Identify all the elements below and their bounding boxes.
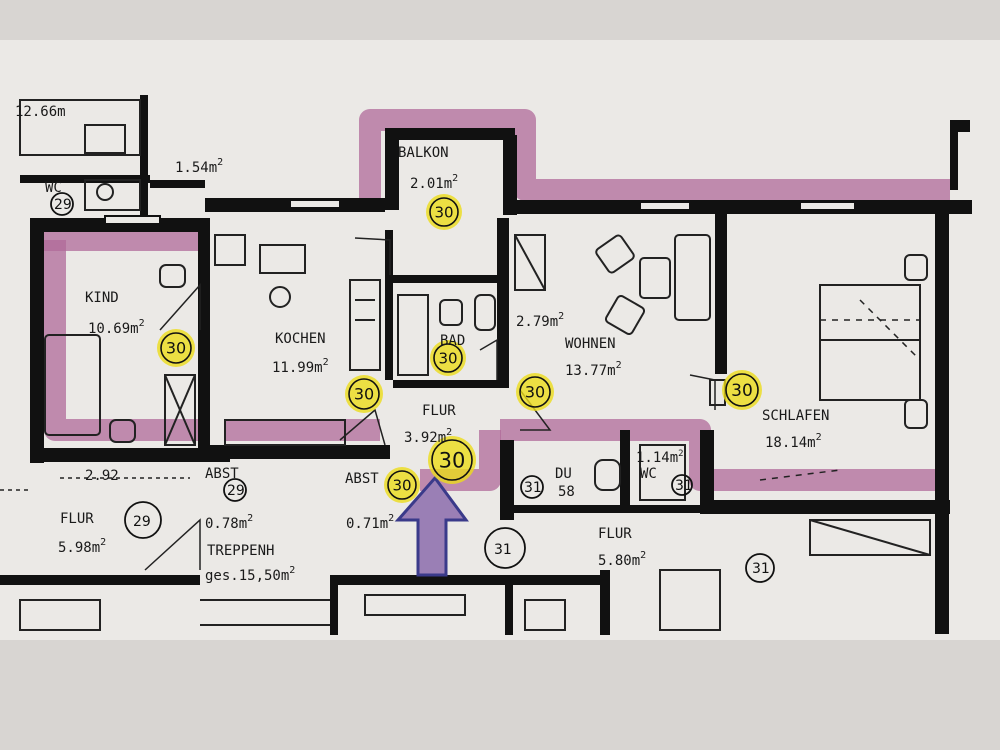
circle-31-du [520,475,544,499]
area-kochen: 11.99m2 [272,357,329,376]
label-schlafen: SCHLAFEN [762,408,829,424]
marker-kind-text: 30 [166,339,186,358]
marker-wohnen-text: 30 [525,383,545,402]
label-flur-29: FLUR [60,511,94,527]
marker-kind-ring [160,332,192,364]
apartment-highlight [40,109,950,491]
area-abst-29: 0.78m2 [205,513,253,532]
circle-31-wc [671,474,693,496]
label-kind: KIND [85,290,119,306]
circle-29-flur-text: 29 [133,514,151,530]
area-abst-30: 0.71m2 [346,513,394,532]
circle-31-right-text: 31 [752,561,770,577]
marker-kind-highlight [157,329,195,367]
area-wohnen-extra: 2.79m2 [516,311,564,330]
marker-abst-highlight [384,467,420,503]
area-kind: 10.69m2 [88,318,145,337]
circle-31-right [745,553,775,583]
label-wc-31: WC [640,466,657,482]
unit-markers: 30 30 30 30 30 30 30 30 [157,194,762,503]
area-wohnen: 13.77m2 [565,360,622,379]
windows [104,199,856,225]
circle-31-du-text: 31 [524,480,542,496]
marker-abst-ring [387,470,417,500]
marker-bad-ring [433,343,463,373]
marker-schlafen-highlight [722,370,762,410]
circle-29-abst-text: 29 [227,483,245,499]
circle-29-flur [124,501,162,539]
marker-flur-highlight [428,436,476,484]
area-flur-30: 3.92m2 [404,427,452,446]
label-wohnen: WOHNEN [565,336,616,352]
dim-flur-29: 2.92 [85,468,119,484]
marker-schlafen-text: 30 [731,381,753,401]
marker-balkon-highlight [426,194,462,230]
room-labels: KIND 10.69m2 KOCHEN 11.99m2 BALKON 2.01m… [15,104,829,584]
marker-schlafen-ring [725,373,759,407]
area-schlafen: 18.14m2 [765,432,822,451]
unit-circles: 29 29 29 31 31 31 31 [50,192,775,583]
marker-balkon-ring [429,197,459,227]
label-du-31: DU [555,466,572,482]
circle-29-abst [223,478,247,502]
area-treppenhaus: ges.15,50m2 [205,565,295,584]
label-flur-30: FLUR [422,403,456,419]
area-top-small: 1.54m2 [175,157,223,176]
marker-kochen-text: 30 [354,385,374,404]
label-abst-29: ABST [205,466,239,482]
area-balkon: 2.01m2 [410,173,458,192]
label-treppenhaus: TREPPENH [207,543,274,559]
entrance-arrow [394,475,469,577]
marker-balkon-text: 30 [434,203,453,221]
marker-bad-highlight [430,340,466,376]
label-abst-30: ABST [345,471,379,487]
area-top: 12.66m [15,104,66,120]
marker-abst-text: 30 [392,476,411,494]
marker-kochen-highlight [345,375,383,413]
marker-bad-text: 30 [438,349,457,367]
door-swings [0,237,921,571]
circle-31-flur-text: 31 [494,542,512,558]
label-bad: BAD [440,333,465,349]
circle-31-flur [484,527,526,569]
marker-flur-ring [431,439,473,481]
area-wc-31: 1.14m2 [636,449,684,466]
circle-29-wc [50,192,74,216]
area-flur-31: 5.80m2 [598,550,646,569]
furniture [19,99,931,631]
marker-wohnen-ring [519,376,551,408]
label-balkon: BALKON [398,145,449,161]
label-kochen: KOCHEN [275,331,326,347]
marker-kochen-ring [348,378,380,410]
label-wc-29: WC [45,180,62,196]
circle-29-wc-text: 29 [54,197,72,213]
circle-31-wc-text: 31 [675,478,693,494]
label-flur-31: FLUR [598,526,632,542]
area-du-31: 58 [558,484,575,500]
marker-flur-text: 30 [439,449,466,473]
area-flur-29: 5.98m2 [58,537,106,556]
marker-wohnen-highlight [516,373,554,411]
